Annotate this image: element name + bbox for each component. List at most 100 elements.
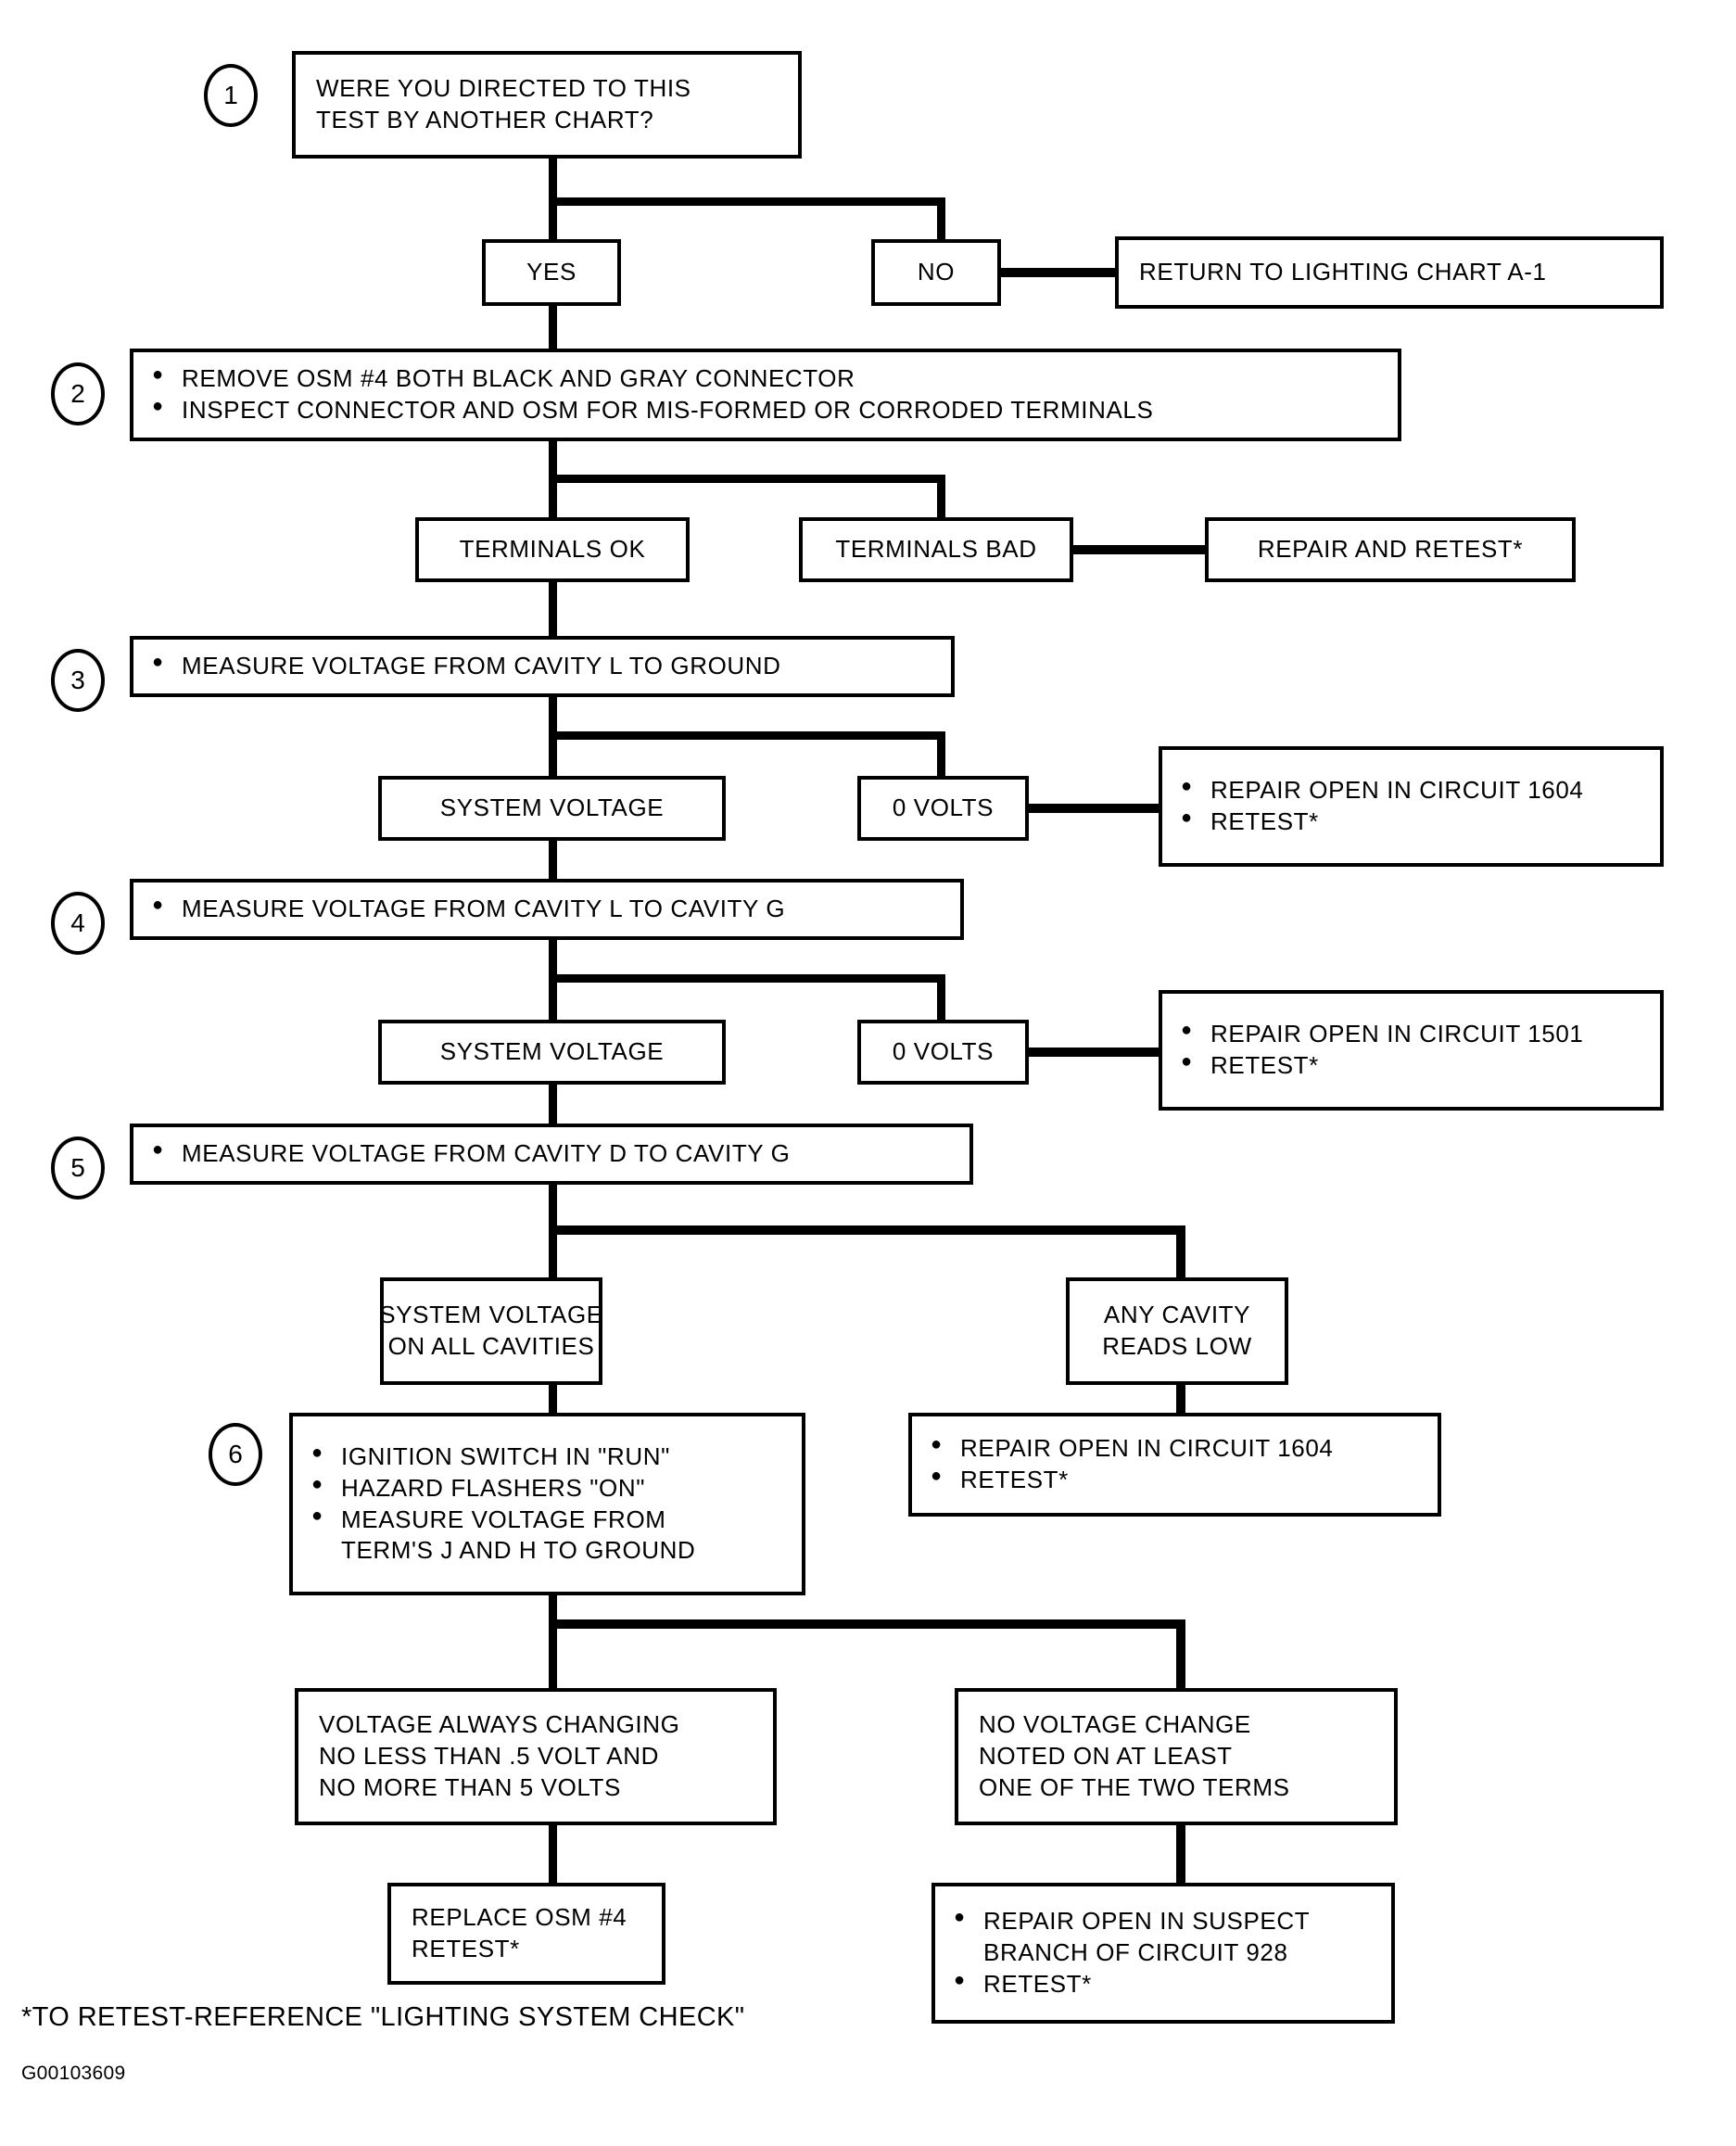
- connector-zero3-down: [937, 731, 945, 776]
- node-step-6-line-2: HAZARD FLASHERS "ON": [293, 1472, 802, 1505]
- connector-terminals-bad-down: [937, 475, 945, 517]
- node-step-4-line-1: MEASURE VOLTAGE FROM CAVITY L TO CAVITY …: [133, 893, 960, 925]
- step-marker-2: 2: [51, 362, 105, 425]
- node-question-1-line-1: WERE YOU DIRECTED TO THIS: [316, 74, 691, 103]
- node-step-5: MEASURE VOLTAGE FROM CAVITY D TO CAVITY …: [130, 1124, 973, 1185]
- connector-novchange-to-repair928: [1176, 1825, 1185, 1883]
- node-repair-1604-b-line-1: REPAIR OPEN IN CIRCUIT 1604: [912, 1432, 1438, 1465]
- connector-sysv4-to-step5: [549, 1085, 557, 1136]
- node-any-cavity-line-1: ANY CAVITY: [1103, 1301, 1251, 1329]
- connector-q1-split: [549, 197, 944, 206]
- node-step-2-line-1: REMOVE OSM #4 BOTH BLACK AND GRAY CONNEC…: [133, 362, 1398, 395]
- node-repair-and-retest-label: REPAIR AND RETEST*: [1257, 535, 1524, 564]
- node-step-4: MEASURE VOLTAGE FROM CAVITY L TO CAVITY …: [130, 879, 964, 940]
- node-voltage-always-changing-line-1: VOLTAGE ALWAYS CHANGING: [319, 1710, 680, 1739]
- node-no-1-label: NO: [917, 258, 956, 286]
- connector-step4-split: [549, 974, 944, 983]
- connector-step6-down: [549, 1595, 557, 1688]
- connector-step2-split: [549, 475, 944, 483]
- step-marker-2-label: 2: [70, 379, 85, 408]
- node-step-6-line-3: MEASURE VOLTAGE FROM: [293, 1504, 802, 1536]
- node-zero-volts-3: 0 VOLTS: [857, 776, 1029, 841]
- node-any-cavity-line-2: READS LOW: [1102, 1332, 1252, 1360]
- node-yes-1-label: YES: [526, 258, 577, 286]
- connector-step3-split: [549, 731, 944, 740]
- node-step-5-line-1: MEASURE VOLTAGE FROM CAVITY D TO CAVITY …: [133, 1137, 969, 1170]
- node-system-voltage-4: SYSTEM VOLTAGE: [378, 1020, 726, 1085]
- node-repair-1604-a: REPAIR OPEN IN CIRCUIT 1604 RETEST*: [1159, 746, 1664, 867]
- node-system-voltage-all-cavities: SYSTEM VOLTAGE ON ALL CAVITIES: [379, 1277, 603, 1385]
- node-terminals-ok: TERMINALS OK: [415, 517, 690, 582]
- node-question-1: WERE YOU DIRECTED TO THIS TEST BY ANOTHE…: [292, 51, 802, 159]
- connector-no-to-return: [999, 268, 1118, 277]
- connector-zero4-down: [937, 974, 945, 1020]
- node-repair-1501-line-2: RETEST*: [1162, 1049, 1660, 1082]
- node-step-3-line-1: MEASURE VOLTAGE FROM CAVITY L TO GROUND: [133, 650, 951, 682]
- node-no-voltage-change-line-2: NOTED ON AT LEAST: [979, 1742, 1233, 1771]
- connector-vchange-to-replace: [549, 1825, 557, 1883]
- step-marker-4: 4: [51, 892, 105, 955]
- node-repair-1604-a-line-2: RETEST*: [1162, 806, 1660, 838]
- node-question-1-line-2: TEST BY ANOTHER CHART?: [316, 106, 654, 133]
- node-repair-928-line-2: BRANCH OF CIRCUIT 928: [983, 1938, 1288, 1967]
- node-yes-1: YES: [482, 239, 621, 306]
- node-terminals-bad-label: TERMINALS BAD: [835, 535, 1037, 564]
- node-no-voltage-change: NO VOLTAGE CHANGE NOTED ON AT LEAST ONE …: [955, 1688, 1398, 1825]
- node-repair-928: REPAIR OPEN IN SUSPECT BRANCH OF CIRCUIT…: [931, 1883, 1395, 2024]
- step-marker-4-label: 4: [70, 908, 85, 937]
- step-marker-1: 1: [204, 64, 258, 127]
- step-marker-5-label: 5: [70, 1153, 85, 1182]
- node-terminals-ok-label: TERMINALS OK: [459, 535, 646, 564]
- footnote-retest-reference: *TO RETEST-REFERENCE "LIGHTING SYSTEM CH…: [21, 2002, 745, 2032]
- node-zero-volts-4-label: 0 VOLTS: [892, 1037, 995, 1066]
- node-return-lighting-chart: RETURN TO LIGHTING CHART A-1: [1115, 236, 1664, 309]
- node-voltage-always-changing-line-2: NO LESS THAN .5 VOLT AND: [319, 1742, 659, 1771]
- node-repair-1501: REPAIR OPEN IN CIRCUIT 1501 RETEST*: [1159, 990, 1664, 1111]
- connector-yes-to-step2: [549, 306, 557, 349]
- node-system-voltage-all-line-1: SYSTEM VOLTAGE: [379, 1301, 603, 1329]
- node-step-3: MEASURE VOLTAGE FROM CAVITY L TO GROUND: [130, 636, 955, 697]
- connector-step5-split: [549, 1225, 1185, 1235]
- node-replace-osm-4-line-1: REPLACE OSM #4: [412, 1903, 627, 1932]
- diagram-code: G00103609: [21, 2063, 126, 2084]
- node-any-cavity-reads-low: ANY CAVITY READS LOW: [1066, 1277, 1288, 1385]
- connector-terminals-bad-to-repair: [1071, 545, 1210, 554]
- node-repair-928-line-3: RETEST*: [935, 1968, 1391, 2000]
- node-repair-and-retest: REPAIR AND RETEST*: [1205, 517, 1576, 582]
- node-voltage-always-changing: VOLTAGE ALWAYS CHANGING NO LESS THAN .5 …: [295, 1688, 777, 1825]
- connector-zero3-to-repair1604: [1026, 804, 1163, 813]
- connector-zero4-to-repair1501: [1026, 1048, 1163, 1057]
- node-system-voltage-all-line-2: ON ALL CAVITIES: [387, 1332, 595, 1360]
- node-step-2: REMOVE OSM #4 BOTH BLACK AND GRAY CONNEC…: [130, 349, 1401, 441]
- node-voltage-always-changing-line-3: NO MORE THAN 5 VOLTS: [319, 1772, 621, 1801]
- node-return-lighting-chart-label: RETURN TO LIGHTING CHART A-1: [1139, 258, 1547, 286]
- connector-anycavity-down: [1176, 1225, 1185, 1277]
- node-replace-osm-4: REPLACE OSM #4 RETEST*: [387, 1883, 665, 1985]
- node-repair-1604-b: REPAIR OPEN IN CIRCUIT 1604 RETEST*: [908, 1413, 1441, 1517]
- node-replace-osm-4-line-2: RETEST*: [412, 1935, 520, 1962]
- connector-step6-split: [549, 1619, 1185, 1629]
- step-marker-3: 3: [51, 649, 105, 712]
- step-marker-3-label: 3: [70, 666, 85, 694]
- node-no-1: NO: [871, 239, 1001, 306]
- connector-anycavity-to-repair1604b: [1176, 1385, 1185, 1413]
- node-repair-928-line-1: REPAIR OPEN IN SUSPECT: [935, 1905, 1391, 1937]
- node-terminals-bad: TERMINALS BAD: [799, 517, 1073, 582]
- node-step-6: IGNITION SWITCH IN "RUN" HAZARD FLASHERS…: [289, 1413, 805, 1595]
- connector-novchange-down: [1176, 1619, 1185, 1688]
- connector-sysv3-to-step4: [549, 841, 557, 892]
- step-marker-1-label: 1: [223, 81, 238, 109]
- node-system-voltage-3-label: SYSTEM VOLTAGE: [439, 794, 665, 822]
- node-repair-1604-b-line-2: RETEST*: [912, 1464, 1438, 1496]
- node-no-voltage-change-line-3: ONE OF THE TWO TERMS: [979, 1772, 1290, 1801]
- node-system-voltage-4-label: SYSTEM VOLTAGE: [439, 1037, 665, 1066]
- connector-terminals-ok-to-step3: [549, 582, 557, 636]
- connector-sysvall-to-step6: [549, 1385, 557, 1413]
- node-system-voltage-3: SYSTEM VOLTAGE: [378, 776, 726, 841]
- connector-no-down: [937, 197, 945, 239]
- node-zero-volts-4: 0 VOLTS: [857, 1020, 1029, 1085]
- node-no-voltage-change-line-1: NO VOLTAGE CHANGE: [979, 1710, 1251, 1739]
- node-repair-1501-line-1: REPAIR OPEN IN CIRCUIT 1501: [1162, 1018, 1660, 1050]
- node-step-2-line-2: INSPECT CONNECTOR AND OSM FOR MIS-FORMED…: [133, 394, 1398, 426]
